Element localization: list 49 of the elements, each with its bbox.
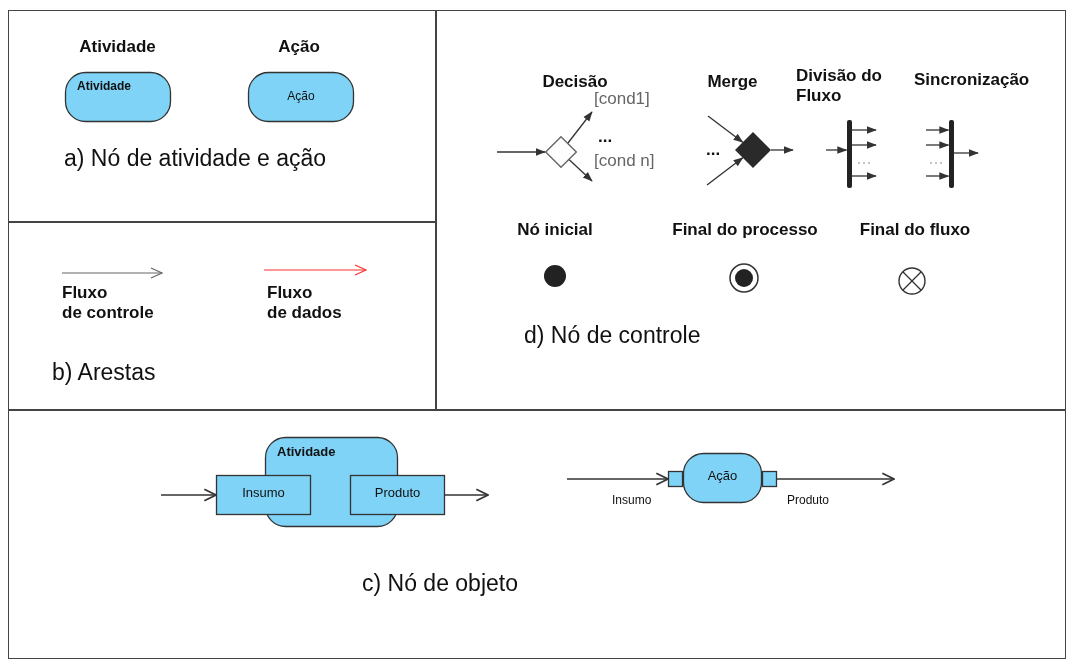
node-label: Ação — [286, 90, 316, 104]
arrow — [567, 111, 593, 144]
ellipsis: ... — [706, 140, 721, 160]
arrow — [566, 472, 669, 486]
arrow — [568, 159, 593, 182]
panel-frame — [8, 10, 436, 222]
heading: Atividade — [78, 37, 157, 57]
panel-label: a) Nó de atividade e ação — [64, 145, 327, 172]
pin-label: Insumo — [612, 494, 652, 508]
panel-label: b) Arestas — [52, 359, 156, 386]
arrow — [496, 148, 546, 156]
edge-label: [cond1] — [594, 90, 650, 109]
heading: Final do processo — [671, 220, 819, 240]
panel-frame — [8, 410, 1066, 659]
pin-label: Produto — [787, 494, 830, 508]
panel-label: c) Nó de objeto — [362, 570, 518, 597]
panel-label: d) Nó de controle — [524, 322, 701, 349]
arrow — [770, 146, 794, 154]
heading: Sincronização — [914, 70, 1031, 90]
arrow — [952, 149, 979, 157]
node-label: Ação — [706, 469, 739, 484]
heading: Nó inicial — [516, 220, 594, 240]
panel-frame — [436, 10, 1066, 410]
heading: Divisão do Fluxo — [796, 66, 883, 106]
heading: Final do fluxo — [858, 220, 972, 240]
arrow — [825, 146, 848, 154]
heading: Ação — [277, 37, 321, 57]
arrow — [707, 115, 744, 143]
heading: Merge — [706, 72, 759, 92]
arrow — [925, 141, 950, 149]
node-label: Insumo — [241, 486, 286, 501]
node-label: Produto — [373, 486, 422, 501]
arrow — [925, 172, 950, 180]
arrow — [776, 472, 895, 486]
arrow — [160, 488, 217, 502]
heading: Decisão — [541, 72, 609, 92]
arrow — [850, 141, 877, 149]
node-label: Atividade — [277, 445, 337, 460]
arrow — [706, 157, 744, 186]
panel-frame — [8, 222, 436, 410]
edge-label: [cond n] — [594, 152, 655, 171]
arrow — [850, 172, 877, 180]
arrow — [444, 488, 489, 502]
ellipsis: ... — [598, 127, 613, 147]
arrow-caption: Fluxo de dados — [267, 283, 342, 323]
arrow — [925, 126, 950, 134]
arrow — [850, 126, 877, 134]
node-label: Atividade — [77, 80, 132, 94]
arrow-caption: Fluxo de controle — [62, 283, 154, 323]
